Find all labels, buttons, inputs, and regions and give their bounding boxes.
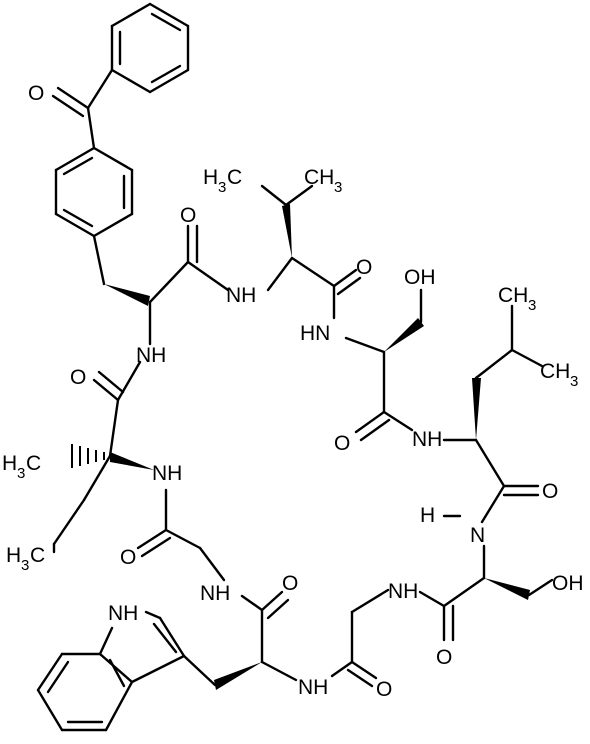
isoleucine-methyl-sub: 3 — [17, 465, 25, 482]
serine-lower-carbonyl-oxygen: O — [436, 646, 452, 669]
valine-methyl-left-h: H — [203, 166, 218, 189]
top-phenyl-ring — [110, 2, 190, 94]
serine-hydroxyl-upper: OH — [404, 266, 436, 289]
isoleucine-ethyl-h: H — [6, 544, 21, 567]
tryptophan-residue — [182, 590, 298, 690]
leucine-methyl-right: CH — [540, 360, 570, 383]
tryptophan-carbonyl-oxygen: O — [282, 572, 298, 595]
valine-amide-nh: NH — [226, 284, 256, 307]
glycine-carbonyl-oxygen-right: O — [376, 678, 392, 701]
glycine-amide-nh-left: NH — [200, 582, 230, 605]
ketone-oxygen: O — [28, 82, 44, 105]
ketone-carbonyl — [51, 68, 114, 150]
bpa-carbonyl-oxygen: O — [180, 204, 196, 227]
para-phenylene-ring — [54, 146, 134, 238]
serine-residue-upper — [344, 288, 424, 442]
bpa-amide-nh: NH — [136, 344, 166, 367]
serine-residue-lower — [418, 514, 554, 642]
isoleucine-residue — [52, 360, 154, 546]
isoleucine-methyl-c: C — [26, 452, 41, 475]
isoleucine-amide-nh: NH — [152, 462, 182, 485]
leucine-methyl-top-sub: 3 — [528, 297, 536, 314]
isoleucine-ethyl-sub: 3 — [21, 557, 29, 574]
glycine-carbonyl-oxygen-left: O — [120, 546, 136, 569]
serine-carbonyl-oxygen: O — [334, 432, 350, 455]
valine-methyl-left-c: C — [227, 166, 242, 189]
isoleucine-ethyl-c: C — [30, 544, 45, 567]
amide-nitrogen: N — [470, 524, 485, 547]
leucine-carbonyl-oxygen: O — [542, 480, 558, 503]
leucine-amide-nh: NH — [412, 428, 442, 451]
leucine-methyl-right-sub: 3 — [570, 373, 578, 390]
isoleucine-carbonyl-oxygen: O — [70, 366, 86, 389]
glycine-residue-left — [136, 488, 226, 582]
valine-methyl-right: CH — [304, 166, 334, 189]
bpa-residue — [92, 224, 230, 346]
indole-nh: NH — [108, 602, 138, 625]
leucine-methyl-top: CH — [498, 284, 528, 307]
glycine-amide-nh-right: NH — [388, 580, 418, 603]
isoleucine-methyl-h: H — [2, 452, 17, 475]
amide-hydrogen: H — [420, 504, 435, 527]
valine-methyl-right-sub: 3 — [334, 179, 342, 196]
glycine-residue-right — [330, 588, 390, 688]
serine-amide-hn: HN — [300, 322, 330, 345]
valine-residue — [260, 184, 362, 320]
leucine-residue — [442, 304, 544, 524]
serine-hydroxyl-lower: OH — [552, 572, 584, 595]
tryptophan-amide-nh: NH — [298, 676, 328, 699]
valine-methyl-left-sub: 3 — [218, 179, 226, 196]
indole-ring — [36, 610, 186, 732]
valine-carbonyl-oxygen: O — [356, 256, 372, 279]
